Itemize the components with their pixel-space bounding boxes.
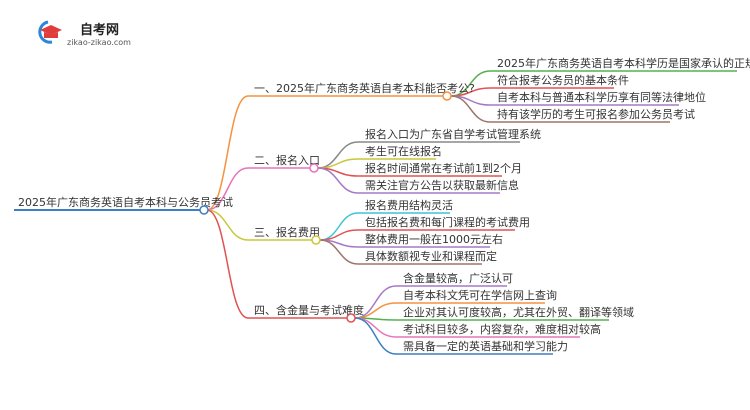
leaf-node-label[interactable]: 自考本科与普通本科学历享有同等法律地位: [497, 90, 706, 104]
leaf-node-label[interactable]: 报名费用结构灵活: [365, 198, 453, 212]
leaf-node-label[interactable]: 符合报考公务员的基本条件: [497, 73, 629, 87]
leaf-node-label[interactable]: 包括报名费和每门课程的考试费用: [365, 215, 530, 229]
root-collapse-toggle[interactable]: [199, 205, 209, 215]
leaf-connector: [319, 239, 359, 265]
leaf-connector: [319, 212, 359, 241]
graduation-cap-icon: [40, 25, 62, 38]
branch-node-label[interactable]: 四、含金量与考试难度: [254, 303, 364, 317]
leaf-node-label[interactable]: 持有该学历的考生可报名参加公务员考试: [497, 107, 695, 121]
leaf-node-label[interactable]: 含金量较高，广泛认可: [403, 271, 513, 285]
branch-collapse-toggle[interactable]: [309, 163, 319, 173]
leaf-node-label[interactable]: 报名时间通常在考试前1到2个月: [365, 161, 522, 175]
leaf-node-label[interactable]: 具体数额视专业和课程而定: [365, 249, 497, 263]
branch-node-label[interactable]: 一、2025年广东商务英语自考本科能否考公?: [254, 81, 475, 95]
logo-ring-icon: [38, 20, 53, 44]
branch-node-label[interactable]: 二、报名入口: [254, 153, 320, 167]
branch-collapse-toggle[interactable]: [346, 313, 356, 323]
leaf-node-label[interactable]: 企业对其认可度较高，尤其在外贸、翻译等领域: [403, 305, 634, 319]
logo-subtitle: zikao-zikao.com: [67, 38, 131, 47]
leaf-node-label[interactable]: 自考本科文凭可在学信网上查询: [403, 288, 557, 302]
branch-connector: [206, 95, 249, 211]
branch-collapse-toggle[interactable]: [311, 235, 321, 245]
leaf-connector: [317, 167, 359, 194]
leaf-connector: [450, 95, 491, 123]
logo: 自考网 zikao-zikao.com: [38, 20, 131, 47]
leaf-node-label[interactable]: 考生可在线报名: [365, 144, 442, 158]
branch-collapse-toggle[interactable]: [442, 91, 452, 101]
leaf-connector: [354, 317, 397, 338]
leaf-node-label[interactable]: 需具备一定的英语基础和学习能力: [403, 339, 568, 353]
leaf-node-label[interactable]: 整体费用一般在1000元左右: [365, 232, 503, 246]
branch-node-label[interactable]: 三、报名费用: [254, 225, 320, 239]
branch-connector: [206, 209, 249, 319]
root-node-label[interactable]: 2025年广东商务英语自考本科与公务员考试: [18, 195, 233, 209]
leaf-node-label[interactable]: 考试科目较多，内容复杂，难度相对较高: [403, 322, 601, 336]
leaf-connector: [354, 317, 397, 355]
leaf-node-label[interactable]: 2025年广东商务英语自考本科学历是国家承认的正规学历: [497, 56, 750, 70]
branch-connector: [206, 167, 249, 211]
leaf-node-label[interactable]: 需关注官方公告以获取最新信息: [365, 178, 519, 192]
logo-title: 自考网: [80, 22, 119, 38]
branch-connector: [206, 209, 249, 241]
leaf-node-label[interactable]: 报名入口为广东省自学考试管理系统: [365, 127, 541, 141]
